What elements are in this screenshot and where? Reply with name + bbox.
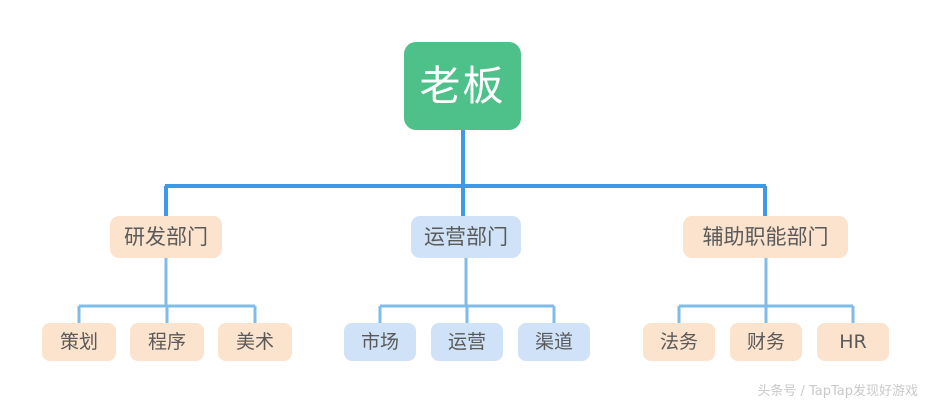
- org-node-leaf-art[interactable]: 美术: [218, 323, 292, 361]
- org-node-leaf-finance-label: 财务: [746, 330, 785, 353]
- org-node-leaf-market[interactable]: 市场: [344, 323, 416, 361]
- org-node-leaf-programming-label: 程序: [147, 330, 186, 353]
- watermark: 头条号 / TapTap发现好游戏: [757, 384, 918, 399]
- org-node-leaf-hr[interactable]: HR: [817, 323, 889, 361]
- org-node-department-operations[interactable]: 运营部门: [411, 216, 521, 258]
- org-node-leaf-legal-label: 法务: [659, 330, 698, 353]
- org-node-department-auxiliary[interactable]: 辅助职能部门: [683, 216, 848, 258]
- org-node-department-rd-label: 研发部门: [124, 224, 208, 249]
- org-node-department-operations-label: 运营部门: [424, 224, 508, 249]
- org-node-leaf-channel-label: 渠道: [534, 330, 573, 353]
- org-node-leaf-planning[interactable]: 策划: [42, 323, 116, 361]
- org-node-leaf-planning-label: 策划: [59, 330, 98, 353]
- org-node-leaf-finance[interactable]: 财务: [730, 323, 802, 361]
- org-node-department-rd[interactable]: 研发部门: [110, 216, 222, 258]
- org-node-leaf-operations-label: 运营: [447, 330, 486, 353]
- org-node-leaf-operations[interactable]: 运营: [431, 323, 503, 361]
- org-node-leaf-programming[interactable]: 程序: [130, 323, 204, 361]
- org-node-leaf-hr-label: HR: [839, 330, 867, 353]
- org-node-leaf-art-label: 美术: [235, 330, 274, 353]
- org-node-department-auxiliary-label: 辅助职能部门: [702, 224, 829, 249]
- org-node-leaf-legal[interactable]: 法务: [643, 323, 715, 361]
- org-node-root-label: 老板: [419, 61, 506, 110]
- org-node-root[interactable]: 老板: [404, 42, 521, 130]
- org-node-leaf-channel[interactable]: 渠道: [518, 323, 590, 361]
- org-node-leaf-market-label: 市场: [360, 330, 399, 353]
